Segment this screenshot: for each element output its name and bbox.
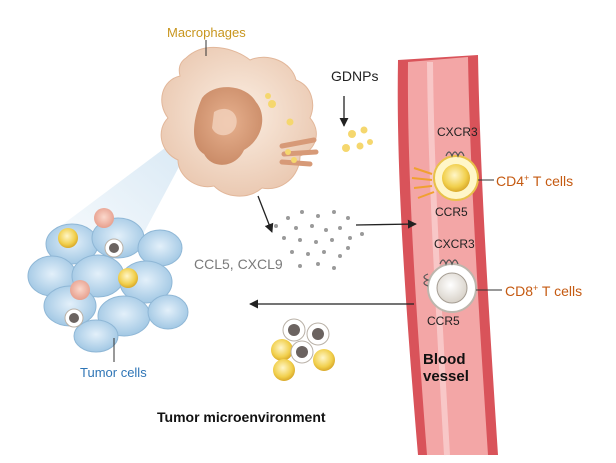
tumor-cells-label: Tumor cells bbox=[80, 365, 147, 380]
cxcr3-label-cd4: CXCR3 bbox=[437, 125, 478, 139]
tumor-microenvironment-label: Tumor microenvironment bbox=[157, 409, 326, 425]
cd8-suffix: T cells bbox=[538, 283, 583, 299]
t-cell-cluster bbox=[271, 318, 335, 381]
recruitment-arrow bbox=[355, 219, 417, 229]
blood-vessel-label-line2: vessel bbox=[423, 368, 469, 385]
cd8-t-cell bbox=[423, 259, 477, 313]
cxcr3-label-cd8: CXCR3 bbox=[434, 237, 475, 251]
cd4-t-cells-label: CD4+ T cells bbox=[496, 173, 574, 189]
gdnps-label: GDNPs bbox=[331, 68, 379, 84]
cd4-suffix: T cells bbox=[529, 173, 574, 189]
tumor-cluster bbox=[27, 208, 189, 353]
blood-vessel-label-line1: Blood bbox=[423, 351, 466, 368]
macrophage-cell bbox=[160, 46, 319, 197]
cd8-prefix: CD8 bbox=[505, 283, 534, 299]
cd8-plus: + bbox=[533, 283, 539, 293]
chemokine-dots bbox=[274, 210, 364, 270]
ccr5-label-cd4: CCR5 bbox=[435, 205, 468, 219]
gdnp-nanoparticles bbox=[342, 126, 373, 152]
secretion-arrow bbox=[257, 195, 274, 233]
cd4-prefix: CD4 bbox=[496, 173, 525, 189]
macrophages-label: Macrophages bbox=[167, 25, 246, 40]
cd4-plus: + bbox=[524, 173, 530, 183]
cd8-t-cells-label: CD8+ T cells bbox=[505, 283, 583, 299]
ccr5-label-cd8: CCR5 bbox=[427, 314, 460, 328]
cd4-t-cell bbox=[411, 151, 479, 201]
blood-vessel bbox=[397, 55, 498, 456]
chemokines-label: CCL5, CXCL9 bbox=[194, 256, 283, 272]
